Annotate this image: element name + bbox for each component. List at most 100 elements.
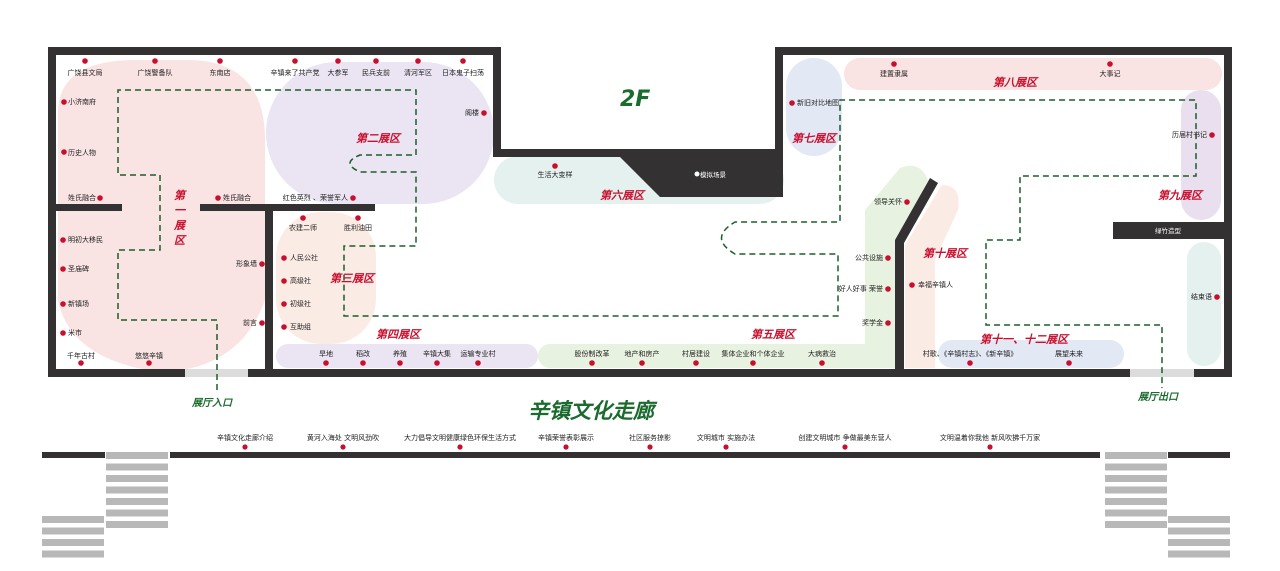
exhibit-dot — [789, 100, 795, 106]
exhibit-label: 村居建设 — [682, 349, 710, 358]
exhibit-label: 农建二师 — [289, 223, 317, 232]
exhibit-dot — [1214, 294, 1220, 300]
corridor-item-label: 文明城市 实施办法 — [697, 433, 755, 442]
exhibit-dot — [967, 360, 973, 366]
corridor-item-label: 大力倡导文明健康绿色环保生活方式 — [404, 433, 516, 442]
stair-step — [1168, 539, 1230, 546]
exhibit-dot — [475, 360, 481, 366]
exhibit-label: 明初大移民 — [68, 235, 103, 244]
exhibit-dot — [281, 301, 287, 307]
exhibit-dot — [61, 99, 67, 105]
exhibit-dot — [1066, 360, 1072, 366]
exhibit-dot — [1209, 132, 1215, 138]
exhibit-label: 阁楼 — [465, 108, 479, 117]
corridor-dot — [242, 444, 248, 450]
exhibit-label: 结束语 — [1191, 292, 1212, 301]
stair-step — [1105, 452, 1167, 459]
exhibit-label: 好人好事 荣誉 — [839, 284, 883, 293]
exhibit-label: 领导关怀 — [874, 197, 902, 206]
exhibit-label: 初级社 — [290, 299, 311, 308]
exhibit-dot — [481, 110, 487, 116]
stairs — [42, 452, 1230, 558]
stair-step — [106, 463, 168, 471]
exhibit-label: 广饶警备队 — [138, 68, 173, 77]
entrance-label: 展厅入口 — [191, 397, 233, 409]
stair-step — [106, 475, 168, 482]
corridor-dot — [842, 444, 848, 450]
corridor-dot — [563, 444, 569, 450]
floor-label: 2F — [620, 87, 650, 112]
exhibit-label: 前言 — [243, 318, 257, 327]
exhibit-dot — [909, 282, 915, 288]
exhibit-dot — [292, 58, 298, 64]
corridor-item-label: 辛镇荣誉表彰展示 — [538, 433, 594, 442]
exhibit-dot — [215, 195, 221, 201]
stair-step — [106, 521, 168, 528]
stair-step — [1168, 527, 1230, 535]
exit-label: 展厅出口 — [1137, 391, 1179, 403]
stair-step — [1105, 521, 1167, 528]
exhibit-label: 村歌、《辛镇村志》、《新辛镇》 — [923, 349, 1018, 358]
corridor-item-label: 社区服务掠影 — [629, 433, 671, 442]
exhibit-dot — [146, 360, 152, 366]
exhibit-dot — [885, 255, 891, 261]
exhibit-dot — [281, 324, 287, 330]
exhibit-label: 新旧对比地图 — [797, 98, 839, 107]
zone-5-title: 第五展区 — [751, 328, 797, 341]
corridor-item-label: 黄河入海处 文明风劲吹 — [307, 433, 379, 442]
corridor-item-label: 文明温着你我他 新风吹拂千万家 — [940, 433, 1040, 442]
exhibit-label: 模拟场景 — [700, 170, 727, 179]
exhibit-dot — [373, 58, 379, 64]
exhibit-dot — [60, 330, 66, 336]
exhibit-dot — [60, 301, 66, 307]
exhibit-label: 公共设施 — [855, 253, 883, 262]
exhibit-dot — [355, 215, 361, 221]
exhibit-label: 圣庙碑 — [68, 264, 89, 273]
stair-step — [1105, 475, 1167, 482]
exhibit-label: 广饶县文局 — [68, 68, 103, 77]
exhibit-label: 日本鬼子扫荡 — [442, 68, 484, 77]
corridor-dot — [987, 444, 993, 450]
exhibit-label: 大参军 — [328, 68, 349, 77]
exhibit-dot — [397, 360, 403, 366]
exhibit-dot — [693, 360, 699, 366]
corridor-dot — [647, 444, 653, 450]
exhibit-label: 姓氏融合 — [223, 193, 251, 202]
exhibit-dot — [694, 171, 700, 177]
zone-3-title: 第三展区 — [330, 272, 376, 285]
zone-10-title: 第十展区 — [923, 247, 969, 260]
zone-4-title: 第四展区 — [376, 328, 422, 341]
exhibit-dot — [335, 58, 341, 64]
exhibit-dot — [259, 261, 265, 267]
exhibit-label: 小济南府 — [68, 97, 96, 106]
stair-step — [1105, 498, 1167, 505]
exhibit-label: 形象墙 — [236, 259, 257, 268]
exhibit-label: 高级社 — [290, 276, 311, 285]
exhibit-dot — [281, 278, 287, 284]
stair-step — [42, 539, 104, 546]
exhibit-label: 新镇场 — [68, 299, 89, 308]
exhibit-label: 集体企业和个体企业 — [722, 349, 785, 358]
exhibit-dot — [639, 360, 645, 366]
stair-step — [42, 516, 104, 523]
exhibit-label: 养殖 — [393, 349, 407, 358]
exhibit-dot — [78, 360, 84, 366]
stair-step — [1168, 550, 1230, 558]
corridor-dot — [723, 444, 729, 450]
exhibit-dot — [904, 199, 910, 205]
exhibit-label: 历史人物 — [68, 148, 96, 157]
exhibit-dot — [885, 286, 891, 292]
exhibit-label: 绿竹造型 — [1155, 226, 1182, 235]
zone-9-title: 第九展区 — [1158, 189, 1204, 202]
exhibit-dot — [152, 58, 158, 64]
corridor-item-label: 辛镇文化走廊介绍 — [217, 433, 273, 442]
exhibit-label: 幸福辛镇人 — [918, 280, 953, 289]
zone-6-title: 第六展区 — [600, 189, 646, 202]
exhibit-label: 辛镇来了共产党 — [271, 68, 320, 77]
stair-step — [106, 486, 168, 494]
exhibit-dot — [97, 195, 103, 201]
visit-route — [117, 89, 1197, 390]
exhibit-dot — [434, 360, 440, 366]
exhibit-dot — [415, 58, 421, 64]
exhibit-dot — [350, 195, 356, 201]
